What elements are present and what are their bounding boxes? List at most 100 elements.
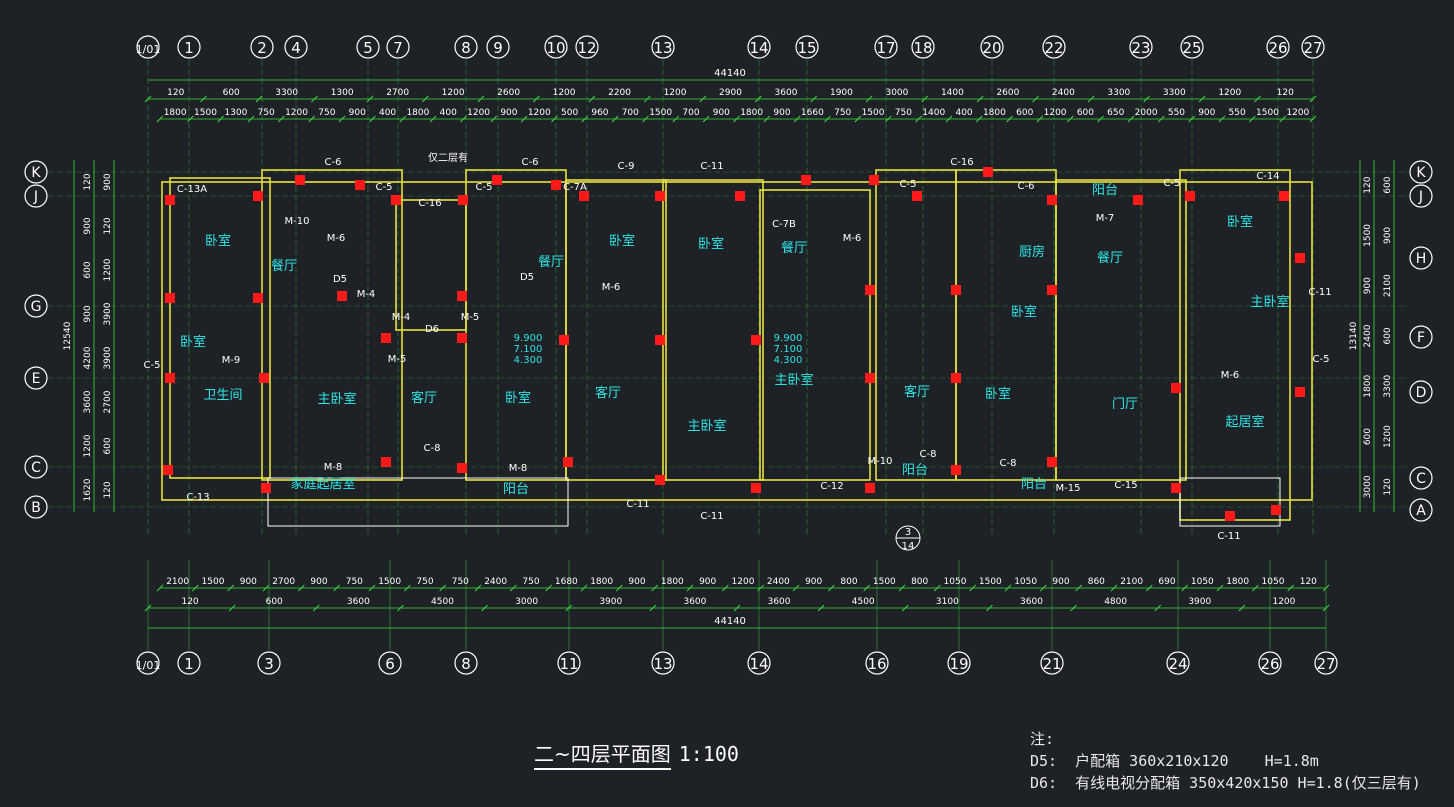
bottom-dim-row1-tick <box>721 584 729 592</box>
left-dim-b-label: 600 <box>103 437 113 454</box>
column <box>1171 483 1181 493</box>
top-dim-row1-label: 2700 <box>386 88 409 98</box>
column <box>751 335 761 345</box>
axis-bubble-bottom <box>1314 651 1338 675</box>
axis-bubble-right <box>1409 498 1433 522</box>
room-tag: D5 <box>333 274 347 285</box>
axis-label-bottom: 13 <box>653 655 672 673</box>
bottom-dim-row1-label: 120 <box>1300 577 1317 587</box>
top-dim-row2-tick <box>702 115 710 123</box>
bottom-dim-row2-tick <box>901 604 909 612</box>
axis-bubble-top <box>1266 35 1290 59</box>
axis-label-left: E <box>32 371 41 387</box>
top-dim-row1-label: 1400 <box>941 88 964 98</box>
right-dim-b-label: 600 <box>1383 176 1393 193</box>
column <box>165 195 175 205</box>
bottom-dim-row2-tick <box>1238 604 1246 612</box>
bottom-dim-row1-tick <box>1181 584 1189 592</box>
walls <box>161 169 1313 527</box>
room-tag: C-6 <box>1018 181 1035 192</box>
top-dim-row2-tick <box>945 115 953 123</box>
right-dim-b-label: 2100 <box>1383 274 1393 297</box>
room-tag: M-10 <box>285 216 310 227</box>
axis-label-top: 23 <box>1131 39 1150 57</box>
bottom-dim-row1-label: 1800 <box>590 577 613 587</box>
axis-bubble-top <box>486 35 510 59</box>
top-dim-row2-label: 1300 <box>224 108 247 118</box>
axis-label-top: 14 <box>749 39 768 57</box>
bottom-dim-row1-tick <box>333 584 341 592</box>
top-dim-row1-label: 3300 <box>1163 88 1186 98</box>
axis-bubble-right <box>1409 466 1433 490</box>
room-tag: M-4 <box>392 312 411 323</box>
bottom-dim-row1-tick <box>297 584 305 592</box>
top-dim-row1-label: 3300 <box>1107 88 1130 98</box>
axis-label-top: 4 <box>291 39 301 57</box>
wall-outline <box>955 169 1057 481</box>
column <box>951 373 961 383</box>
bottom-dim-row1-label: 2400 <box>484 577 507 587</box>
bottom-dim-row2-tick <box>1070 604 1077 612</box>
bottom-dim-row2-label: 4500 <box>431 597 454 607</box>
room-label: 客厅 <box>411 390 437 406</box>
top-dim-row1-tick <box>477 95 485 103</box>
top-dim-row2-tick <box>429 115 437 123</box>
top-dim-row2-label: 900 <box>500 108 517 118</box>
top-dim-row2-tick <box>247 115 255 123</box>
room-label: 餐厅 <box>1097 250 1123 266</box>
top-dim-row1-tick <box>865 95 873 103</box>
axis-bubble-bottom <box>1040 651 1064 675</box>
axis-label-bottom: 11 <box>559 655 578 673</box>
top-dim-row2-label: 1800 <box>164 108 187 118</box>
column <box>492 175 502 185</box>
room-label: 主卧室 <box>1250 294 1289 310</box>
room-label: 卧室 <box>180 334 206 350</box>
axis-bubble-right <box>1409 246 1433 270</box>
room-tag: C-15 <box>1114 480 1137 491</box>
bottom-dim-row1-tick <box>933 584 941 592</box>
axis-label-right: C <box>1416 471 1426 487</box>
top-dim-row2-label: 750 <box>834 108 851 118</box>
top-dim-row2-tick <box>186 115 194 123</box>
room-tag: C-8 <box>920 449 937 460</box>
column <box>1295 387 1305 397</box>
top-dim-row2-label: 1500 <box>649 108 672 118</box>
bottom-dim-row1-tick <box>1251 584 1259 592</box>
axis-bubble-top <box>575 35 599 59</box>
top-dim-row1-label: 2600 <box>497 88 520 98</box>
bottom-dim-row2-tick <box>481 604 488 612</box>
room-label: 阳台 <box>503 482 529 497</box>
bottom-dim-row1-label: 1680 <box>555 577 578 587</box>
column <box>261 483 271 493</box>
top-dim-row2-tick <box>1218 115 1226 123</box>
room-label: 客厅 <box>904 384 930 400</box>
top-dim-row2-label: 1200 <box>285 108 308 118</box>
column <box>865 483 875 493</box>
wall-outline <box>565 179 667 481</box>
axis-label-left: K <box>31 165 41 181</box>
wall-outline <box>875 169 957 481</box>
bottom-dim-row1-tick <box>686 584 694 592</box>
room-tag: M-9 <box>222 355 241 366</box>
room-tag: M-15 <box>1056 483 1081 494</box>
axis-bubble-bottom <box>177 651 201 675</box>
bottom-dim-row1-tick <box>439 584 447 592</box>
top-dim-row2-tick <box>490 115 498 123</box>
axis-label-right: J <box>1418 189 1423 205</box>
axis-label-bottom: 3 <box>264 655 274 673</box>
bottom-dim-row1-label: 750 <box>522 577 539 587</box>
axis-label-left: B <box>31 500 41 516</box>
room-label: 卧室 <box>1227 214 1253 230</box>
top-dim-row2-label: 1500 <box>1256 108 1279 118</box>
column <box>337 291 347 301</box>
bottom-dim-row1-tick <box>156 584 164 592</box>
room-label: 餐厅 <box>781 240 807 256</box>
bottom-dim-row1-tick <box>1216 584 1224 592</box>
room-tag: M-5 <box>461 312 480 323</box>
top-dim-row2-label: 1200 <box>467 108 490 118</box>
bottom-dim-row1-label: 900 <box>805 577 822 587</box>
axis-bubble-left <box>24 495 48 519</box>
top-dim-row2-tick <box>824 115 831 123</box>
top-dim-row2-tick <box>551 115 558 123</box>
